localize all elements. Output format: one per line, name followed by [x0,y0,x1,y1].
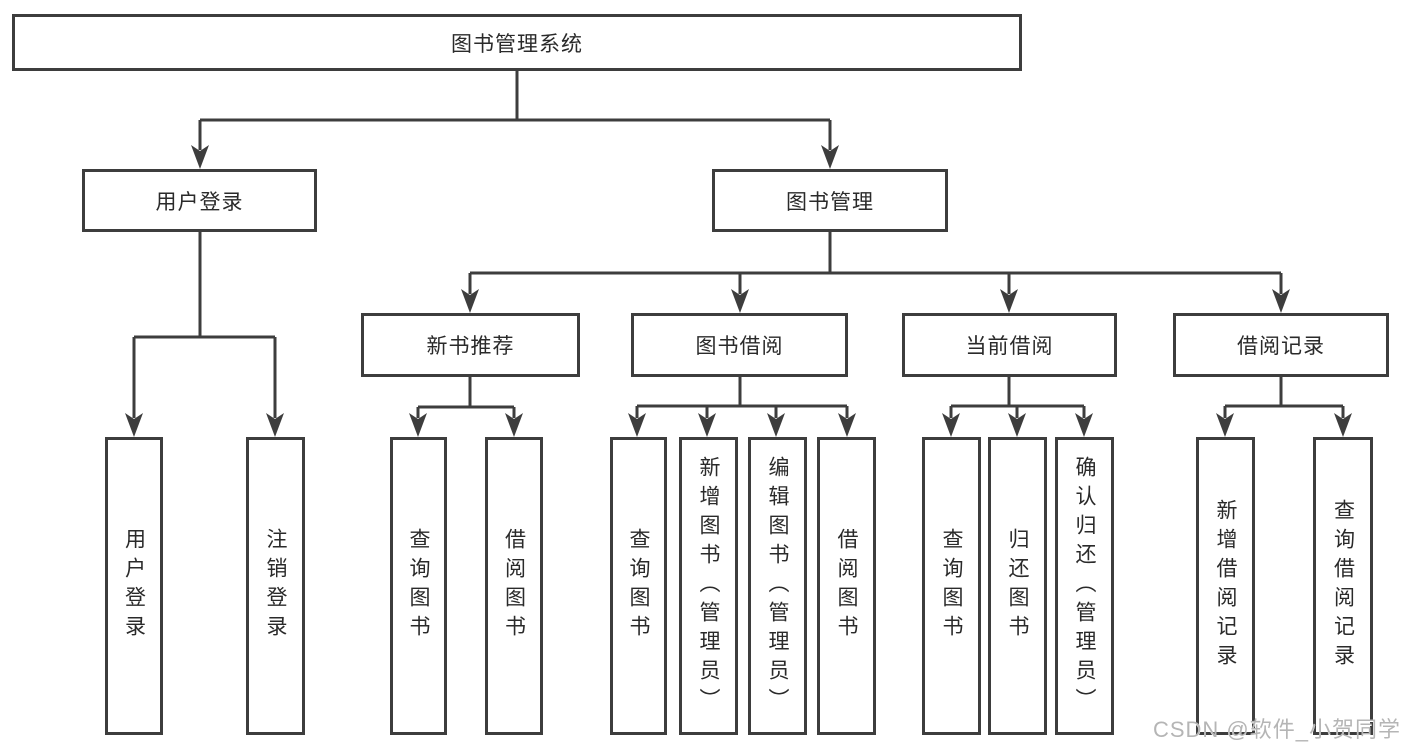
node-root: 图书管理系统 [12,14,1022,71]
leaf-return-books-label: 归还图书 [1006,528,1029,644]
arrow-down-icon [838,413,856,437]
arrow-down-icon [698,413,716,437]
tree-edges [132,70,1345,418]
node-user-login: 用户登录 [82,169,317,232]
arrow-down-icon [1272,289,1290,313]
node-current-borrowing-label: 当前借阅 [965,335,1054,358]
leaf-query-borrow-record-label: 查询借阅记录 [1331,499,1355,673]
arrow-down-icon [191,145,209,169]
leaf-user-login-label: 用户登录 [122,528,146,644]
arrow-down-icon [461,289,479,313]
leaf-borrow-books-label: 借阅图书 [835,528,858,644]
node-borrow-records-label: 借阅记录 [1237,335,1325,358]
arrow-down-icon [505,413,523,437]
leaf-query-borrow-record: 查询借阅记录 [1313,437,1373,735]
node-book-management: 图书管理 [712,169,948,232]
arrow-down-icon [1000,289,1018,313]
node-user-login-label: 用户登录 [155,190,244,214]
leaf-query-books-recommend-label: 查询图书 [407,528,430,644]
arrow-down-icon [125,413,143,437]
node-book-borrowing-label: 图书借阅 [695,335,784,358]
leaf-query-books-current-label: 查询图书 [940,528,963,644]
leaf-logout-label: 注销登录 [264,528,287,644]
leaf-add-borrow-record: 新增借阅记录 [1196,437,1255,735]
leaf-borrow-books-recommend-label: 借阅图书 [502,528,526,644]
node-current-borrowing: 当前借阅 [902,313,1117,377]
leaf-query-books-recommend: 查询图书 [390,437,447,735]
leaf-query-books-current: 查询图书 [922,437,981,735]
leaf-edit-books-admin: 编辑图书（管理员） [748,437,807,735]
leaf-confirm-return-admin: 确认归还（管理员） [1055,437,1114,735]
leaf-query-books-borrowing-label: 查询图书 [627,528,650,644]
arrow-down-icon [1216,413,1234,437]
arrow-down-icon [942,413,960,437]
node-new-book-recommend-label: 新书推荐 [426,335,515,358]
arrow-down-icon [821,145,839,169]
leaf-add-borrow-record-label: 新增借阅记录 [1214,499,1237,673]
arrow-down-icon [1008,413,1026,437]
node-root-label: 图书管理系统 [451,32,583,56]
arrow-down-icon [1334,413,1352,437]
watermark-text: CSDN @软件_小贺同学 [1152,717,1401,742]
leaf-add-books-admin-label: 新增图书（管理员） [697,455,720,717]
arrowheads [125,145,1352,437]
leaf-edit-books-admin-label: 编辑图书（管理员） [766,455,789,717]
leaf-query-books-borrowing: 查询图书 [610,437,667,735]
leaf-add-books-admin: 新增图书（管理员） [679,437,738,735]
arrow-down-icon [731,289,749,313]
arrow-down-icon [266,413,284,437]
leaf-borrow-books-recommend: 借阅图书 [485,437,543,735]
leaf-return-books: 归还图书 [988,437,1047,735]
leaf-borrow-books: 借阅图书 [817,437,876,735]
node-new-book-recommend: 新书推荐 [361,313,580,377]
node-book-borrowing: 图书借阅 [631,313,848,377]
leaf-logout: 注销登录 [246,437,305,735]
arrow-down-icon [409,413,427,437]
leaf-user-login: 用户登录 [105,437,163,735]
node-book-management-label: 图书管理 [786,190,874,214]
arrow-down-icon [767,413,785,437]
arrow-down-icon [1075,413,1093,437]
arrow-down-icon [628,413,646,437]
node-borrow-records: 借阅记录 [1173,313,1389,377]
leaf-confirm-return-admin-label: 确认归还（管理员） [1073,455,1096,717]
